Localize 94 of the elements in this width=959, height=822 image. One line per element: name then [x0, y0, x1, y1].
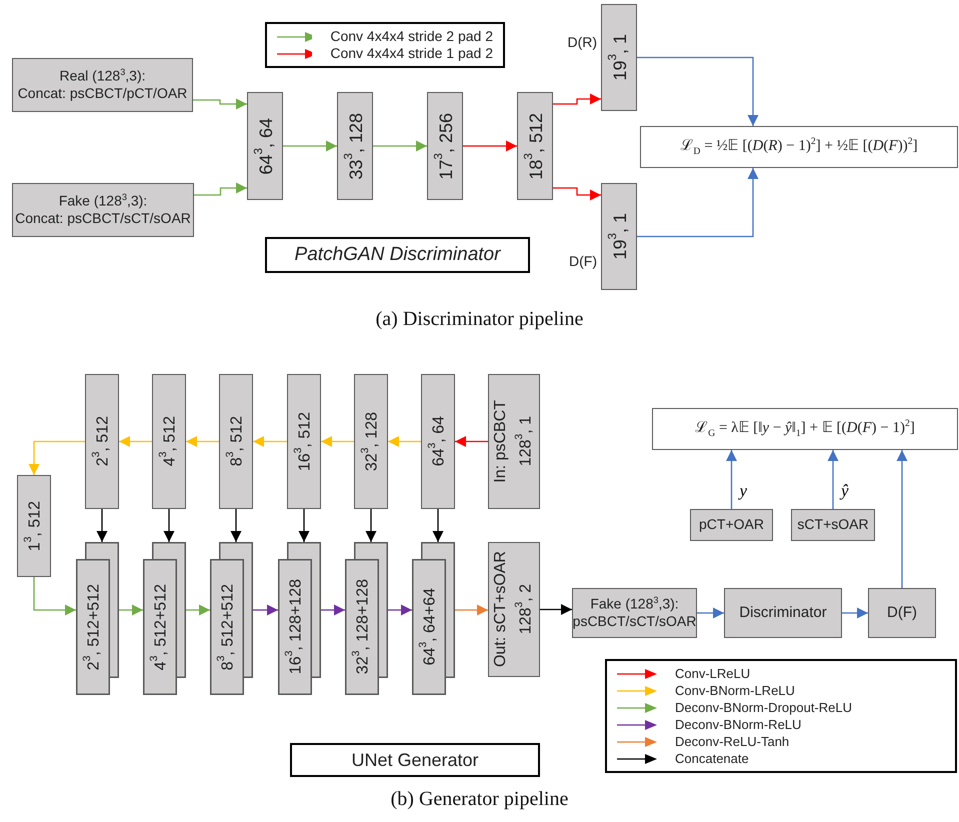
arrow [253, 436, 287, 447]
arrow [96, 509, 108, 542]
layer-box [287, 374, 321, 509]
layer-box [690, 509, 773, 541]
layer-box [219, 374, 253, 509]
layer-box [247, 92, 283, 200]
arrow [455, 436, 488, 447]
box-label: Concat: psCBCT/sCT/sOAR [15, 210, 191, 228]
formula-text: ℒ$_{D}$ = ½𝔼 [(D(R) − 1)$^{2}$] + ½𝔼 [(D(F))$^{2}$] [680, 136, 918, 158]
layer-box [517, 92, 553, 200]
legend-text: Deconv-ReLU-Tanh [675, 733, 790, 750]
box-label: pCT+OAR [699, 516, 764, 534]
legend-text: Concatenate [675, 750, 749, 767]
layer-box [354, 374, 388, 509]
title-text: UNet Generator [351, 748, 479, 772]
layer-box [421, 374, 455, 509]
box-label: D(F) [887, 604, 917, 622]
title-box [290, 743, 540, 777]
layer-box [572, 588, 697, 638]
caption: (a) Discriminator pipeline [376, 308, 584, 330]
layer-box [85, 374, 119, 509]
legend-text: Conv-LReLU [675, 665, 750, 682]
arrow [366, 509, 376, 542]
arrow [553, 94, 601, 105]
layer-box [868, 588, 936, 638]
title-box [265, 237, 530, 273]
arrow [373, 140, 427, 152]
stacked-layer-box [210, 542, 253, 695]
arrow [540, 604, 572, 615]
box-label: Concat: psCBCT/pCT/OAR [18, 85, 188, 103]
title-text: PatchGAN Discriminator [294, 243, 500, 267]
arrow [193, 98, 247, 110]
arrow [388, 604, 412, 616]
arrow [388, 436, 421, 447]
legend-text: Deconv-BNorm-Dropout-ReLU [675, 699, 852, 716]
arrow [186, 436, 219, 447]
layer-box [152, 374, 186, 509]
arrow [186, 604, 210, 616]
arrow [194, 182, 247, 196]
box-label: In: psCBCT [491, 400, 510, 483]
layer-box [724, 588, 842, 638]
arrow [33, 577, 76, 616]
side-label: D(F) [569, 253, 597, 270]
arrow [697, 608, 724, 618]
formula-box [640, 126, 958, 168]
stacked-layer-box [278, 542, 321, 695]
arrow [321, 604, 345, 616]
layer-box [337, 92, 373, 200]
box-label: psCBCT/sCT/sOAR [572, 613, 696, 631]
arrow [28, 440, 85, 475]
arrow [432, 509, 444, 542]
formula-box [652, 408, 958, 450]
legend-text: Conv 4x4x4 stride 1 pad 2 [330, 45, 493, 62]
layer-box [12, 58, 193, 112]
arrow [283, 140, 337, 152]
arrow [637, 168, 758, 238]
box-label: Out: sCT+sOAR [491, 551, 510, 668]
box-label: Discriminator [739, 604, 827, 622]
arrow [321, 436, 354, 447]
arrow [726, 450, 737, 509]
layer-box [488, 374, 540, 509]
box-label: Fake (128$^{3}$,3): [590, 595, 679, 614]
stacked-layer-box [412, 542, 455, 695]
stacked-layer-box [345, 542, 388, 695]
stacked-layer-box [76, 542, 119, 695]
arrow [253, 604, 278, 616]
layer-box [12, 183, 194, 237]
arrow [298, 509, 310, 542]
box-label: Real (128$^{3}$,3): [60, 67, 146, 86]
arrow [230, 509, 242, 542]
arrow [463, 140, 517, 152]
arrow [455, 604, 488, 616]
arrow [164, 509, 174, 542]
layer-box [427, 92, 463, 200]
arrow [842, 608, 868, 618]
legend-text: Conv-BNorm-LReLU [675, 682, 795, 699]
arrow [828, 450, 838, 509]
arrow [119, 436, 152, 447]
stacked-layer-box [143, 542, 186, 695]
arrow [119, 604, 143, 616]
arrow [896, 450, 908, 588]
side-label: D(R) [567, 34, 597, 50]
layer-box [17, 475, 51, 577]
arrow [637, 56, 758, 126]
layer-box [488, 542, 540, 677]
layer-box [791, 509, 875, 541]
arrow [553, 187, 601, 200]
legend-text: Deconv-BNorm-ReLU [675, 716, 802, 733]
box-label: Fake (128$^{3}$,3): [58, 192, 148, 210]
formula-text: ℒ$_{G}$ = λ𝔼 [‖y − ŷ‖$_{1}$] + 𝔼 [(D(F) − 1)$^{2}$] [695, 418, 915, 440]
edge-label: ŷ [839, 482, 851, 498]
caption: (b) Generator pipeline [390, 788, 568, 810]
box-label: sCT+sOAR [797, 516, 869, 534]
legend-text: Conv 4x4x4 stride 2 pad 2 [330, 28, 493, 45]
